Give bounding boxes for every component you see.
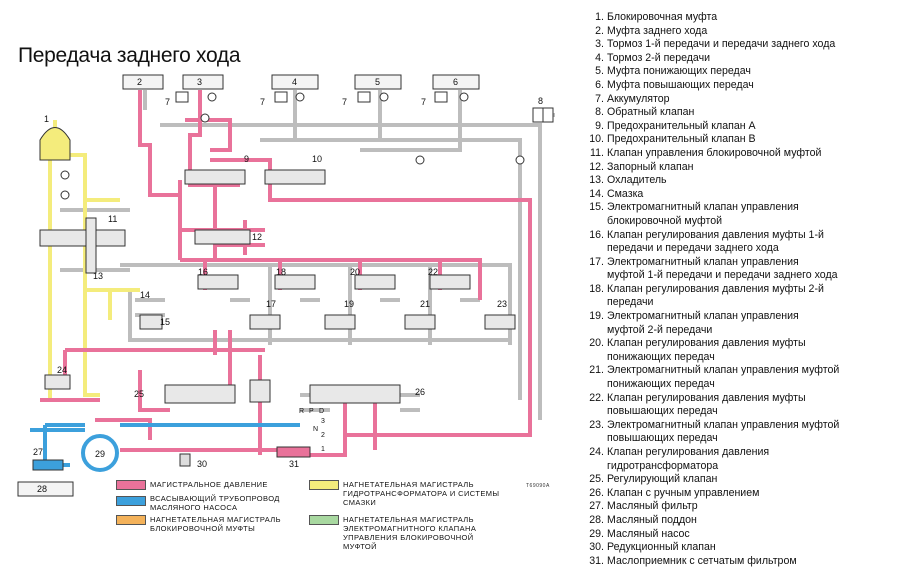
legend-swatch-lockup xyxy=(116,515,146,525)
relief-valve xyxy=(179,453,191,467)
list-item: 25.Регулирующий клапан xyxy=(589,473,718,486)
callout-16: 16 xyxy=(198,267,208,277)
callout-23: 23 xyxy=(497,299,507,309)
list-item: 14.Смазка xyxy=(589,187,644,200)
oil-filter xyxy=(32,459,64,471)
callout-14: 14 xyxy=(140,290,150,300)
oil-strainer xyxy=(276,446,311,458)
callout-8: 8 xyxy=(538,96,543,106)
list-item: 9.Предохранительный клапан А xyxy=(595,119,756,132)
list-item: 6.Муфта повышающих передач xyxy=(595,78,754,91)
legend-label-suction: ВСАСЫВАЮЩИЙ ТРУБОПРОВОД МАСЛЯНОГО НАСОСА xyxy=(150,494,280,512)
callout-19: 19 xyxy=(344,299,354,309)
selector-positions: R P D N 3 2 1 xyxy=(299,408,325,453)
selector-2: 2 xyxy=(321,432,325,439)
callout-4: 4 xyxy=(292,77,297,87)
hydraulic-diagram: 1 2 3 4 5 6 7 7 7 7 8 9 10 11 12 13 14 1… xyxy=(17,74,555,497)
list-item: 13.Охладитель xyxy=(589,174,667,187)
list-item: 3.Тормоз 1-й передачи и передачи заднего… xyxy=(595,38,836,51)
selector-1: 1 xyxy=(321,446,325,453)
callout-21: 21 xyxy=(420,299,430,309)
suction-lines xyxy=(30,423,300,470)
callout-25: 25 xyxy=(134,389,144,399)
callout-27: 27 xyxy=(33,447,43,457)
accumulators xyxy=(60,91,554,200)
callout-5: 5 xyxy=(375,77,380,87)
parts-list: 1.Блокировочная муфта 2.Муфта заднего хо… xyxy=(580,11,839,568)
list-item: 4.Тормоз 2-й передачи xyxy=(595,51,711,64)
list-item: 23.Электромагнитный клапан управления му… xyxy=(589,418,840,445)
callout-20: 20 xyxy=(350,267,360,277)
legend-label-lockup: НАГНЕТАТЕЛЬНАЯ МАГИСТРАЛЬ БЛОКИРОВОЧНОЙ … xyxy=(150,515,281,533)
selector-r: R xyxy=(299,408,304,415)
list-item: 31.Маслоприемник с сетчатым фильтром xyxy=(589,554,797,567)
callout-24: 24 xyxy=(57,365,67,375)
callout-7d: 7 xyxy=(421,97,426,107)
legend-label-solenoid: НАГНЕТАТЕЛЬНАЯ МАГИСТРАЛЬ ЭЛЕКТРОМАГНИТН… xyxy=(343,515,477,551)
callout-10: 10 xyxy=(312,154,322,164)
callout-7c: 7 xyxy=(342,97,347,107)
oil-pan xyxy=(17,481,74,497)
callout-12: 12 xyxy=(252,232,262,242)
torque-converter xyxy=(39,127,71,161)
callout-26: 26 xyxy=(415,387,425,397)
list-item: 8.Обратный клапан xyxy=(595,106,695,119)
oil-pump xyxy=(81,434,119,472)
list-item: 26.Клапан с ручным управлением xyxy=(589,486,760,499)
callout-3: 3 xyxy=(197,77,202,87)
list-item: 7.Аккумулятор xyxy=(595,92,670,105)
figure-code: T69090A xyxy=(526,483,550,489)
legend-swatch-main-pressure xyxy=(116,480,146,490)
callout-31: 31 xyxy=(289,459,299,469)
list-item: 16.Клапан регулирования давления муфты 1… xyxy=(589,228,824,255)
selector-n: N xyxy=(313,426,318,433)
legend-swatch-converter xyxy=(309,480,339,490)
callout-2: 2 xyxy=(137,77,142,87)
callout-1: 1 xyxy=(44,114,49,124)
callout-9: 9 xyxy=(244,154,249,164)
callout-29: 29 xyxy=(95,449,105,459)
legend-swatch-suction xyxy=(116,496,146,506)
list-item: 12.Запорный клапан xyxy=(589,160,694,173)
legend-label-main-pressure: МАГИСТРАЛЬНОЕ ДАВЛЕНИЕ xyxy=(150,480,268,489)
callout-7b: 7 xyxy=(260,97,265,107)
selector-3: 3 xyxy=(321,418,325,425)
valve-bodies xyxy=(39,169,516,404)
clutch-blocks xyxy=(122,74,480,90)
legend-swatch-solenoid xyxy=(309,515,339,525)
list-item: 2.Муфта заднего хода xyxy=(595,24,708,37)
selector-d: D xyxy=(319,408,324,415)
list-item: 28.Масляный поддон xyxy=(589,513,697,526)
list-item: 21.Электромагнитный клапан управления му… xyxy=(589,364,840,391)
callout-17: 17 xyxy=(266,299,276,309)
list-item: 11.Клапан управления блокировочной муфто… xyxy=(590,146,822,159)
callout-30: 30 xyxy=(197,459,207,469)
list-item: 10.Предохранительный клапан B xyxy=(589,133,756,146)
callout-18: 18 xyxy=(276,267,286,277)
selector-p: P xyxy=(309,408,314,415)
callout-11: 11 xyxy=(108,214,117,224)
legend-label-converter: НАГНЕТАТЕЛЬНАЯ МАГИСТРАЛЬ ГИДРОТРАНСФОРМ… xyxy=(343,480,500,507)
list-item: 27.Масляный фильтр xyxy=(589,500,698,513)
list-item: 18.Клапан регулирования давления муфты 2… xyxy=(589,282,824,309)
callout-28: 28 xyxy=(37,484,47,494)
list-item: 5.Муфта понижающих передач xyxy=(595,65,751,78)
callout-13: 13 xyxy=(93,271,103,281)
list-item: 1.Блокировочная муфта xyxy=(595,11,718,23)
list-item: 29.Масляный насос xyxy=(589,527,690,540)
list-item: 30.Редукционный клапан xyxy=(589,541,716,554)
callout-22: 22 xyxy=(428,267,438,277)
callout-labels: 1 2 3 4 5 6 7 7 7 7 8 9 10 11 12 13 14 1… xyxy=(33,77,543,494)
callout-6: 6 xyxy=(453,77,458,87)
page-title: Передача заднего хода xyxy=(18,44,241,67)
callout-15: 15 xyxy=(160,317,170,327)
inactive-lines xyxy=(60,90,555,420)
callout-7: 7 xyxy=(165,97,170,107)
